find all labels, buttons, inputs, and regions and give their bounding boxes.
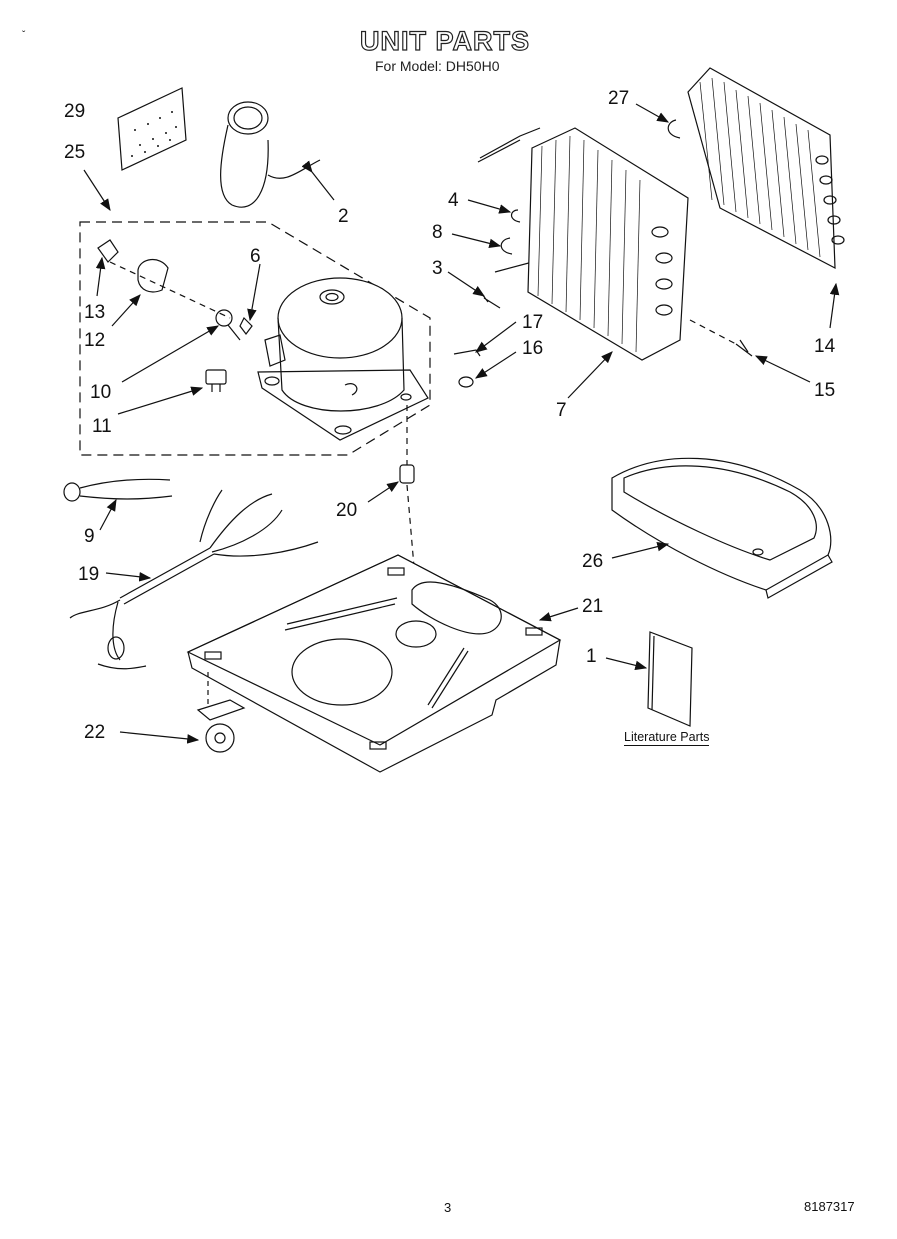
- part-relay: [205, 369, 227, 392]
- callout-10: 10: [90, 382, 111, 403]
- callout-22: 22: [84, 722, 105, 743]
- callout-2: 2: [338, 206, 349, 227]
- callout-12: 12: [84, 330, 105, 351]
- part-clip: [667, 119, 681, 139]
- part-clip-8: [500, 237, 513, 255]
- part-compressor: [257, 277, 429, 441]
- callout-21: 21: [582, 596, 603, 617]
- callout-1: 1: [586, 646, 597, 667]
- callout-14: 14: [814, 336, 836, 357]
- callout-29: 29: [64, 101, 85, 122]
- callout-11: 11: [92, 416, 112, 437]
- document-number: 8187317: [804, 1199, 855, 1214]
- part-overload-clip: [97, 239, 119, 263]
- part-overload: [215, 309, 241, 341]
- part-wiring-harness: [69, 489, 319, 670]
- callout-leaders: [83, 103, 840, 744]
- part-grommet: [399, 405, 417, 591]
- part-condenser-coil: [687, 67, 845, 270]
- part-drain-tray: [611, 457, 833, 599]
- literature-parts-label: Literature Parts: [624, 730, 710, 746]
- part-power-cord: [63, 478, 173, 502]
- part-base-pan: [186, 554, 562, 773]
- callout-20: 20: [336, 500, 357, 521]
- callout-4: 4: [448, 190, 459, 211]
- callout-16: 16: [522, 338, 543, 359]
- callout-9: 9: [84, 526, 95, 547]
- callout-25: 25: [64, 142, 85, 163]
- callout-numbers: 29 25 2 6 13 12 10 11 27 4 8 3 17 16 7 1…: [64, 88, 836, 743]
- part-washer-16: [458, 376, 474, 388]
- part-connector-15: [735, 339, 753, 357]
- part-clip-4: [510, 209, 521, 223]
- callout-19: 19: [78, 564, 99, 585]
- part-gasket-plate: [117, 87, 187, 171]
- part-terminal-cover: [137, 259, 169, 293]
- part-evaporator-coil: [477, 127, 689, 361]
- callout-13: 13: [84, 302, 105, 323]
- page-title: UNIT PARTS: [359, 25, 530, 56]
- part-start-device: [239, 316, 253, 335]
- part-caster: [196, 672, 246, 753]
- callout-26: 26: [582, 551, 603, 572]
- part-screw: [481, 293, 501, 309]
- callout-3: 3: [432, 258, 443, 279]
- callout-27: 27: [608, 88, 629, 109]
- corner-mark: ˇ: [22, 30, 26, 41]
- model-subtitle: For Model: DH50H0: [375, 58, 500, 74]
- page-number: 3: [444, 1200, 452, 1215]
- callout-8: 8: [432, 222, 443, 243]
- callout-15: 15: [814, 380, 835, 401]
- callout-7: 7: [556, 400, 567, 421]
- part-drain-hose: [220, 101, 321, 208]
- callout-6: 6: [250, 246, 261, 267]
- part-bracket-17: [453, 349, 481, 357]
- callout-17: 17: [522, 312, 543, 333]
- part-literature: [647, 631, 693, 727]
